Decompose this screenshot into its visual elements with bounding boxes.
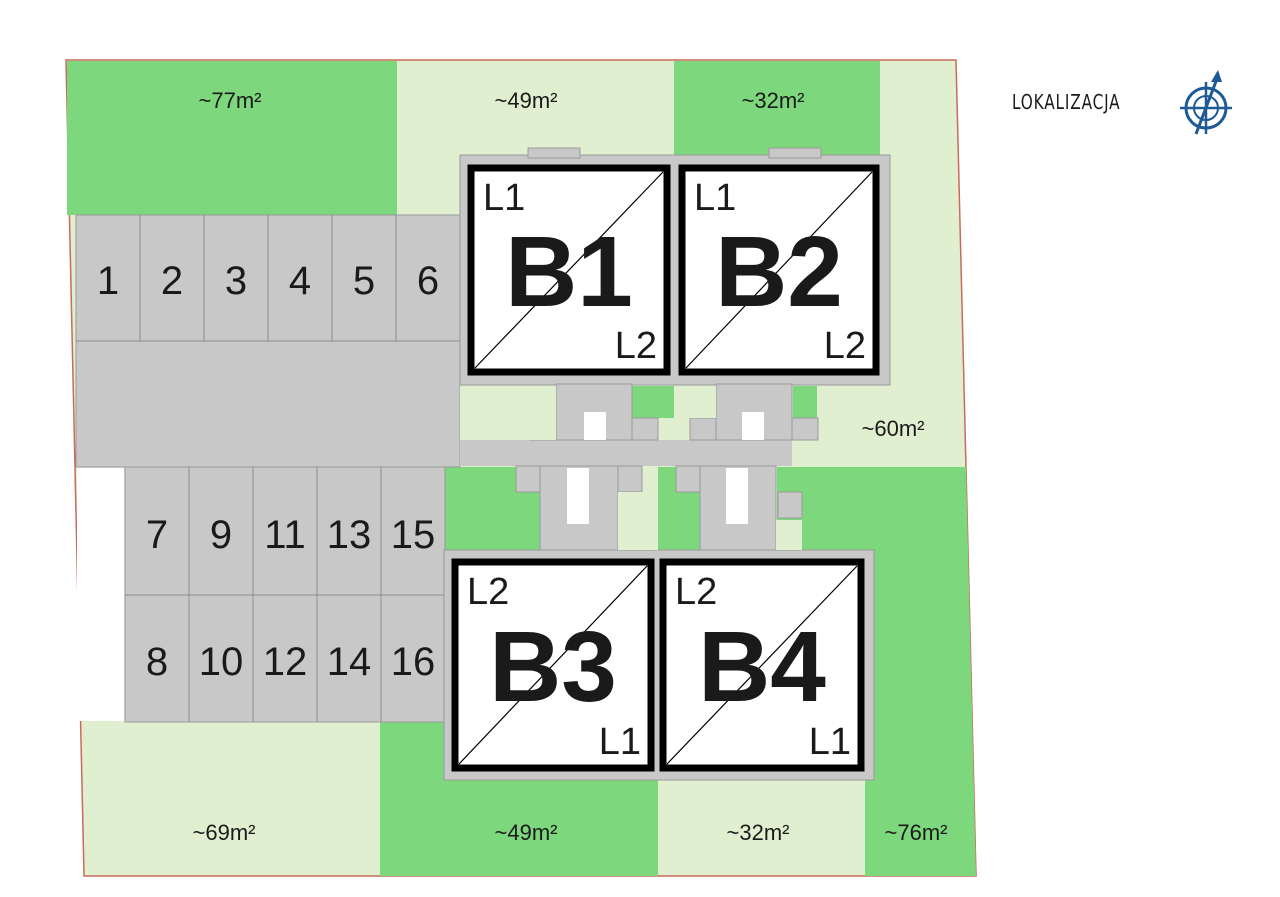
parking-spot-label: 9	[210, 513, 232, 557]
light-green-patches	[460, 386, 802, 550]
white-gap	[77, 468, 124, 721]
garden-patch-b	[793, 386, 817, 418]
parking-stall-lines	[76, 215, 460, 722]
level-label-bottom: L2	[615, 325, 657, 367]
level-label-top: L2	[675, 571, 717, 613]
plot-bottom-right-label: ~76m²	[885, 820, 948, 845]
plot-top-left-label: ~77m²	[199, 88, 262, 113]
building-diagonal	[458, 565, 648, 765]
plot-bottom-right-area	[865, 467, 976, 876]
level-label-top: L1	[694, 177, 736, 219]
parking-spot-label: 8	[146, 640, 168, 684]
plot-bottom-b3-label: ~49m²	[495, 820, 558, 845]
entrance-windows	[567, 412, 764, 524]
plot-top-b2-area	[674, 61, 880, 155]
garden-patch-a	[632, 386, 674, 418]
level-label-top: L2	[467, 571, 509, 613]
level-label-bottom: L2	[824, 325, 866, 367]
building-label: B4	[698, 611, 826, 723]
plot-top-b1-label: ~49m²	[495, 88, 558, 113]
level-label-bottom: L1	[599, 721, 641, 763]
plot-top-left-area	[67, 61, 397, 215]
parking-spot-label: 7	[146, 513, 168, 557]
parking-spot-label: 4	[289, 259, 311, 303]
parking-spot-label: 6	[417, 259, 439, 303]
building-label: B3	[489, 611, 617, 723]
parking-spot-label: 10	[199, 640, 244, 684]
plot-top-b2-label: ~32m²	[742, 88, 805, 113]
parking-spot-label: 3	[225, 259, 247, 303]
parking-spot-label: 11	[264, 513, 306, 557]
parking-spot-label: 13	[327, 513, 372, 557]
compass-icon	[1180, 70, 1232, 135]
parking-spot-label: 12	[263, 640, 308, 684]
location-label: LOKALIZACJA	[1012, 90, 1121, 114]
plot-bottom-b4-label: ~32m²	[727, 820, 790, 845]
plot-bottom-left-label: ~69m²	[193, 820, 256, 845]
parking-spot-label: 14	[327, 640, 372, 684]
building-label: B2	[715, 216, 843, 328]
building-label: B1	[505, 216, 633, 328]
parking-spot-label: 5	[353, 259, 375, 303]
building-diagonal	[666, 565, 858, 765]
plot-labels: ~77m² ~49m² ~32m² ~60m² ~69m² ~49m² ~32m² ~76m²	[193, 88, 948, 845]
level-label-bottom: L1	[809, 721, 851, 763]
level-label-top: L1	[483, 177, 525, 219]
building-diagonal	[474, 171, 664, 369]
plot-right-middle-label: ~60m²	[862, 416, 925, 441]
parking-driveway	[460, 440, 792, 466]
parking-spot-label: 15	[391, 513, 436, 557]
parking-spot-label: 16	[391, 640, 436, 684]
parking-spot-label: 2	[161, 259, 183, 303]
parking-spot-label: 1	[97, 259, 119, 303]
building-diagonal	[685, 171, 873, 369]
